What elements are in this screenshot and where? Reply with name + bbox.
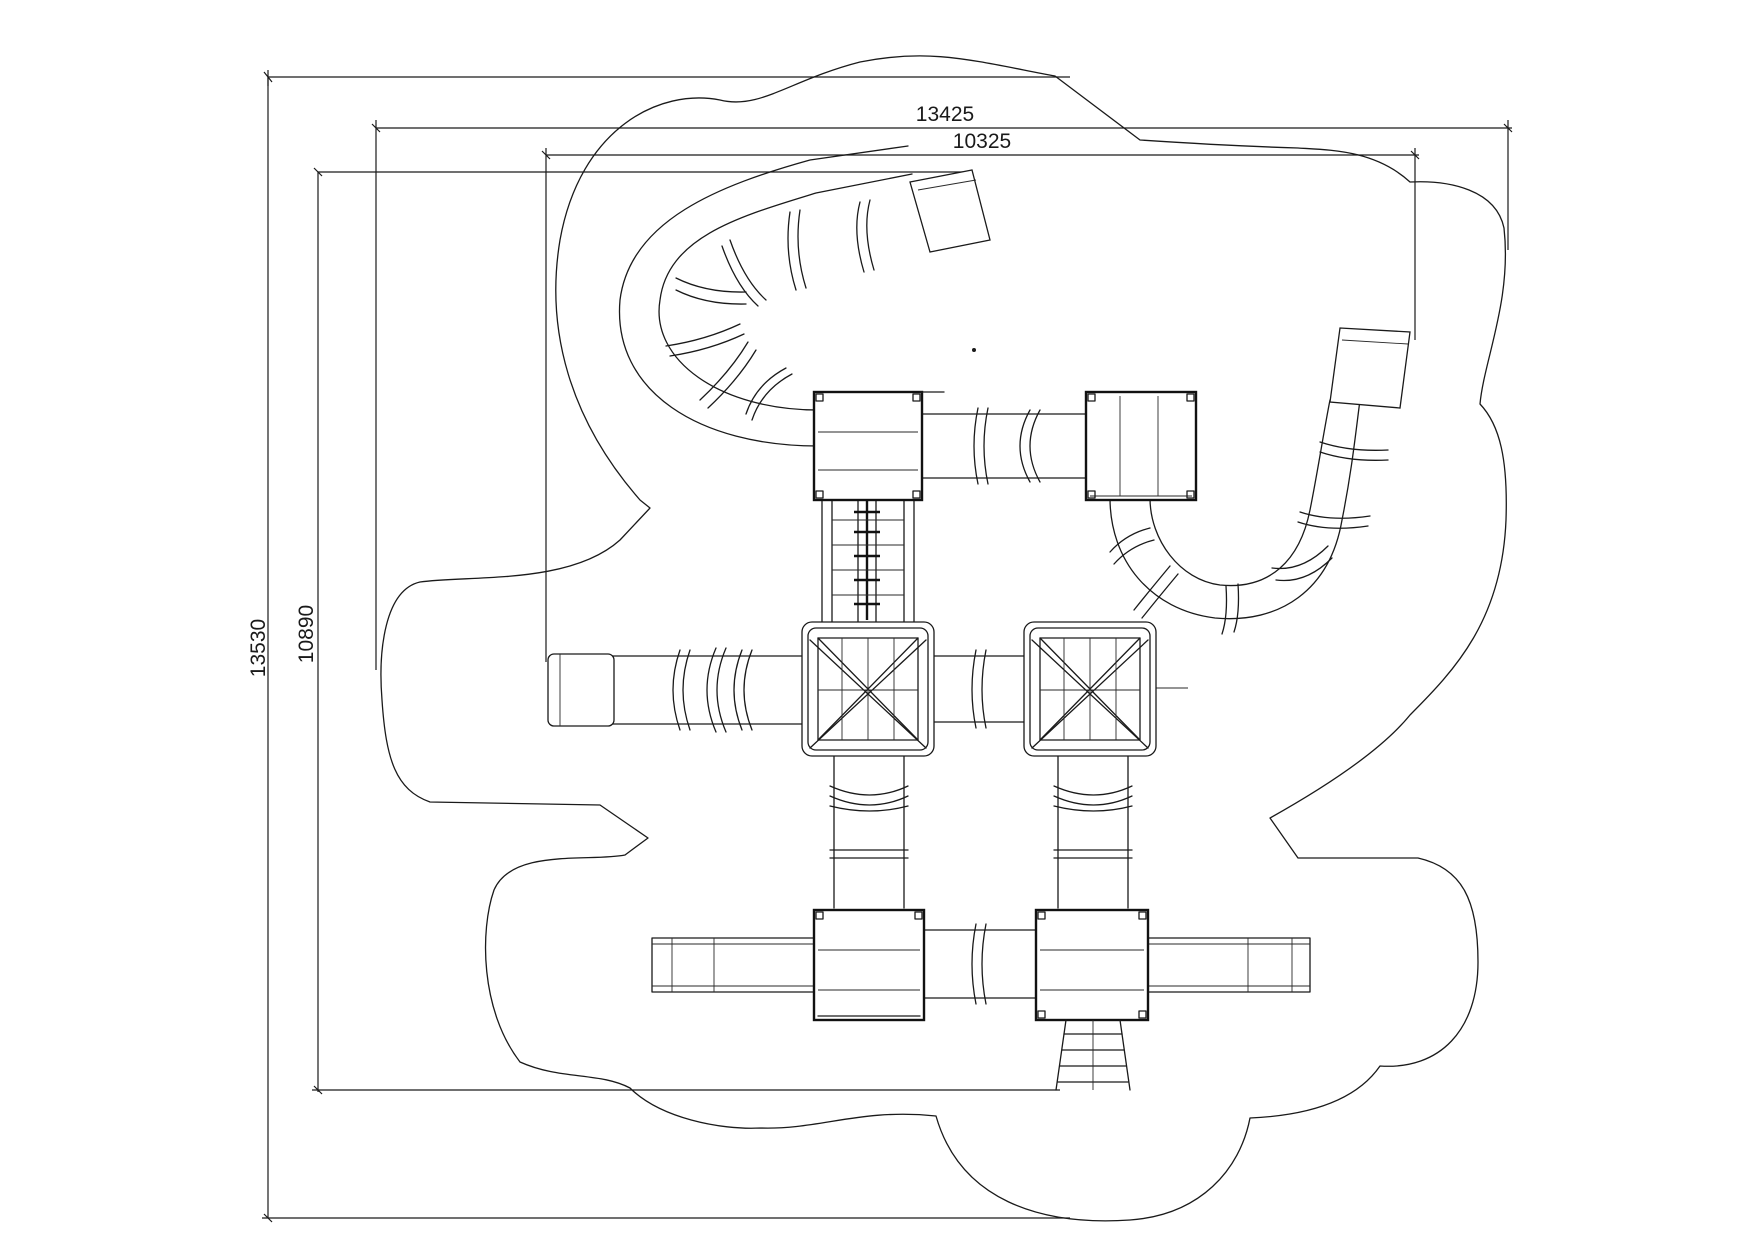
climbing-ramp-upper [821,499,915,623]
reference-point [972,348,976,352]
tower-upper-left [812,390,945,502]
dimension-height-13530: 13530 [247,77,1070,1223]
tunnel-top [921,407,1091,485]
walkway-lower-right [1145,937,1311,993]
dimension-label-10890: 10890 [295,605,318,663]
tube-slide-left [547,647,809,733]
roofed-tower-left [801,621,935,757]
ladder-bottom [1055,1019,1131,1091]
roofed-tower-right [1023,621,1157,757]
dimension-overall-width [263,70,1070,86]
tunnel-bottom [923,923,1037,1005]
tower-lower-left [812,908,926,1022]
safety-zone-outline [380,55,1507,1222]
slide-exit-left [547,653,615,727]
tunnel-vertical-left [829,755,909,909]
tower-upper-right [1084,390,1198,502]
dimension-width-10325: 10325 [541,130,1420,662]
curved-tube-slide-upper-right [1109,327,1411,635]
walkway-lower-left [651,937,815,993]
dimension-label-10325: 10325 [953,130,1011,153]
dimension-label-13425: 13425 [916,103,974,126]
tower-lower-right [1034,908,1150,1022]
dimension-height-10890: 10890 [295,167,1060,1095]
tunnel-vertical-right [1053,755,1133,909]
slide-exit-upper-right [1329,327,1411,409]
slide-exit-upper-left [909,169,991,253]
dimension-width-13425: 13425 [371,103,1513,670]
dimension-label-13530: 13530 [247,619,270,677]
curved-tube-slide-upper-left [618,145,991,447]
tunnel-middle [931,649,1188,729]
